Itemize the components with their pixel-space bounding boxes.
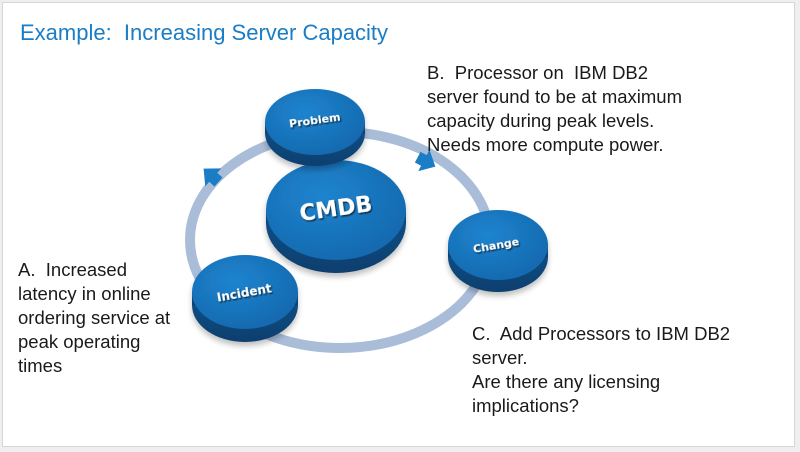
disc-problem: Problem — [265, 89, 365, 166]
note-c-change: C. Add Processors to IBM DB2 server. Are… — [472, 323, 731, 416]
note-a-incident: A. Increased latency in online ordering … — [18, 259, 171, 376]
arrow-incident-to-problem-icon — [203, 168, 223, 187]
disc-incident: Incident — [192, 255, 298, 342]
disc-cmdb: CMDB — [266, 160, 406, 273]
disc-change: Change — [448, 210, 548, 292]
slide: Example: Increasing Server Capacity — [2, 2, 795, 447]
note-b-problem: B. Processor on IBM DB2 server found to … — [427, 62, 682, 155]
arrow-problem-to-change-icon — [414, 149, 436, 172]
slide-title: Example: Increasing Server Capacity — [20, 20, 389, 45]
